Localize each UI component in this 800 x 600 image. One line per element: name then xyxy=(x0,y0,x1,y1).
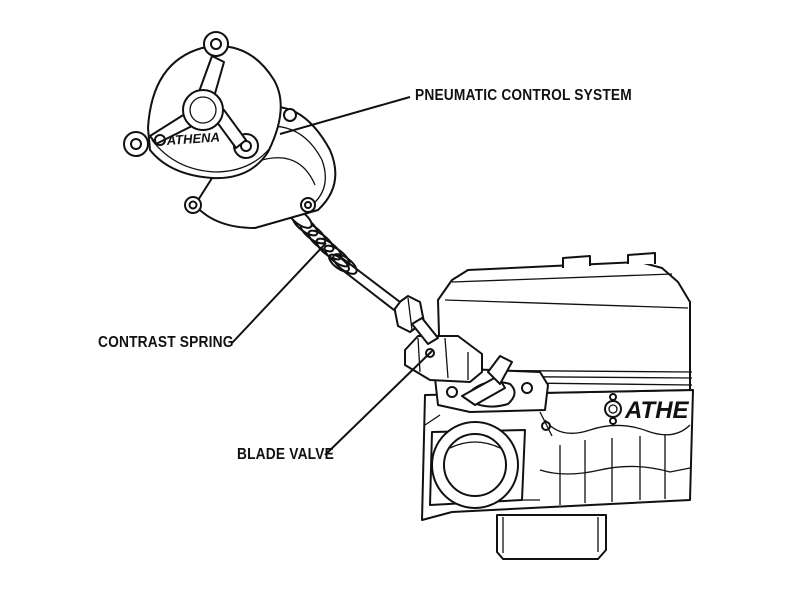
blade-valve-assembly xyxy=(393,295,513,385)
cylinder-logo: ATHE xyxy=(604,393,690,425)
actuator-logo-text: ATHENA xyxy=(165,129,220,148)
leader-spring xyxy=(231,242,327,344)
label-pneumatic-control-system: PNEUMATIC CONTROL SYSTEM xyxy=(415,87,632,104)
actuator-logo: ATHENA xyxy=(154,129,220,148)
cylinder-logo-text: ATHE xyxy=(624,397,690,424)
leader-blade xyxy=(324,350,433,456)
leader-pneumatic xyxy=(279,96,411,135)
label-contrast-spring: CONTRAST SPRING xyxy=(98,334,234,351)
label-blade-valve: BLADE VALVE xyxy=(237,446,334,463)
contrast-spring xyxy=(287,207,401,311)
pneumatic-actuator xyxy=(123,31,337,229)
